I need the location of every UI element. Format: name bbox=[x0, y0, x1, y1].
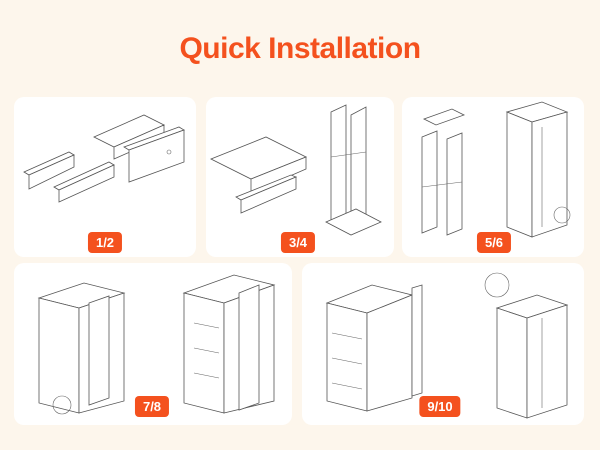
frame-illustration bbox=[210, 104, 382, 236]
cabinet-doors-illustration bbox=[37, 274, 276, 415]
step-badge: 9/10 bbox=[419, 396, 461, 417]
step-badge: 5/6 bbox=[476, 232, 512, 253]
step-panel-5-6: 5/6 bbox=[402, 97, 584, 257]
assembled-cabinet-illustration bbox=[325, 272, 569, 419]
step-badge: 3/4 bbox=[280, 232, 316, 253]
step-badge: 1/2 bbox=[87, 232, 123, 253]
page-title: Quick Installation bbox=[179, 32, 421, 65]
step-panel-3-4: 3/4 bbox=[206, 97, 394, 257]
step-panel-7-8: 7/8 bbox=[14, 263, 292, 425]
boards-illustration bbox=[23, 114, 185, 203]
cabinet-side-illustration bbox=[421, 101, 571, 238]
step-panel-1-2: 1/2 bbox=[14, 97, 196, 257]
step-badge: 7/8 bbox=[134, 396, 170, 417]
step-panel-9-10: 9/10 bbox=[302, 263, 584, 425]
